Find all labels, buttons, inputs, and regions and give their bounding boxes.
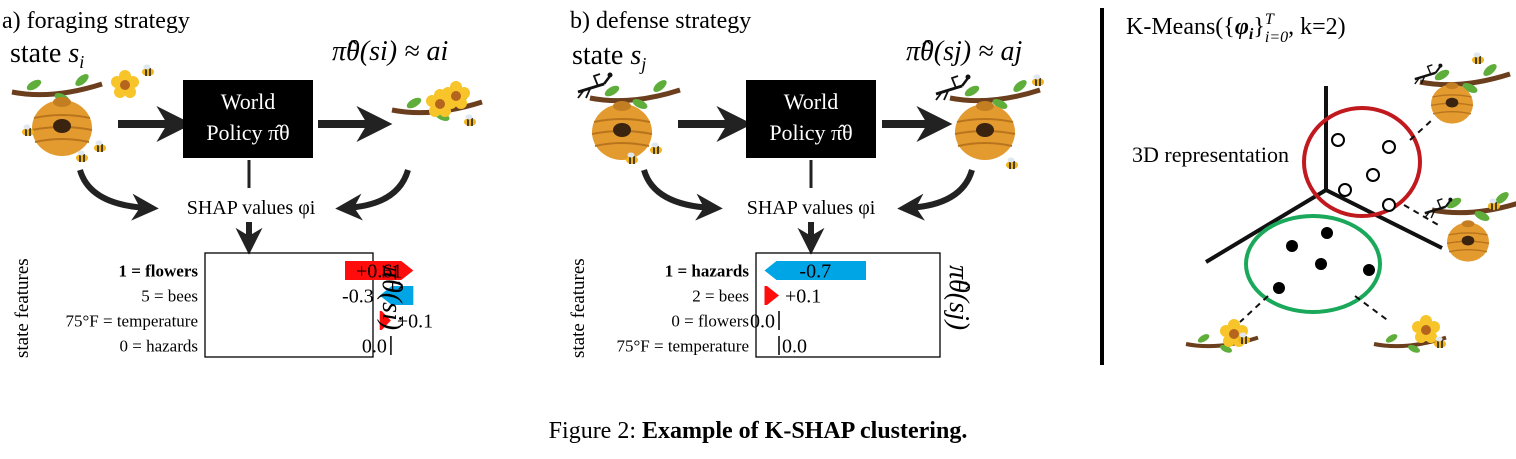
panel-a-curve-right — [335, 169, 411, 221]
cluster-red-points — [1331, 133, 1396, 212]
shap-bar — [345, 261, 414, 280]
shap-bar — [764, 261, 866, 280]
shap-bar — [379, 286, 414, 305]
cluster-red-point — [1366, 168, 1380, 182]
shap-value-label: 0.0 — [750, 311, 775, 333]
panel-a-features-axis: state features — [12, 258, 33, 358]
3d-axes — [1204, 86, 1443, 264]
panel-b-hive-with-mantis-image — [576, 71, 680, 165]
panel-a-title: a) foraging strategy — [2, 8, 190, 34]
cluster-green-point — [1363, 264, 1375, 276]
panel-b-output-label: π̂θ(sj) — [943, 265, 974, 330]
panel-a-box-line1: World — [221, 89, 275, 114]
panel-a-hive-with-flower-image — [12, 63, 155, 163]
panel-a-policy-approx: π̂θ(si) ≈ ai — [332, 36, 448, 67]
panel-b-curve-right — [897, 169, 975, 221]
panel-b-title: b) defense strategy — [570, 8, 751, 34]
figure-caption: Figure 2: Example of K-SHAP clustering. — [0, 418, 1516, 445]
panel-b-box-line1: World — [784, 89, 838, 114]
cluster-green-example-right-image — [1374, 315, 1446, 354]
panel-b-policy-approx: π̂θ(sj) ≈ aj — [906, 36, 1022, 67]
feature-label: 1 = hazards — [665, 262, 750, 281]
cluster-green-point — [1273, 282, 1285, 294]
feature-label: 75°F = temperature — [616, 337, 749, 356]
figure-canvas: a) foraging strategy state si π̂θ(si) ≈ … — [2, 8, 1516, 365]
feature-label: 0 = hazards — [119, 337, 198, 356]
cluster-red-point — [1382, 140, 1396, 154]
panel-b-state-label: state sj — [572, 40, 646, 74]
cluster-red-point — [1382, 198, 1396, 212]
panel-a-waterfall-frame — [204, 252, 374, 358]
feature-label: 1 = flowers — [118, 262, 198, 281]
panel-b-curve-left — [641, 169, 723, 221]
panel-a-shap-label: SHAP values φi — [187, 197, 316, 219]
panel-b-hive-with-mantis-and-bee-image — [934, 73, 1045, 170]
panel-a-waterfall: 1 = flowers +0.61 5 = bees -0.3 75°F = tempe… — [65, 261, 433, 358]
panel-a-output-label: π̂θ(si) — [376, 265, 407, 330]
panel-a-state-label: state si — [10, 38, 84, 72]
shap-value-label: +0.1 — [785, 286, 821, 308]
panel-a-box-line2: Policy π̂θ — [206, 120, 289, 145]
cluster-red-ellipse — [1302, 106, 1422, 218]
shap-value-label: -0.7 — [799, 261, 831, 283]
cluster-red-example-bottom-image — [1423, 190, 1516, 263]
panel-b-box-line2: Policy π̂θ — [769, 120, 852, 145]
cluster-green-points — [1273, 227, 1375, 294]
feature-label: 5 = bees — [141, 287, 198, 306]
cluster-green-point — [1321, 227, 1333, 239]
cluster-green-ellipse — [1244, 214, 1382, 314]
shap-value-label: +0.61 — [356, 261, 402, 283]
panel-b-features-axis: state features — [568, 258, 589, 358]
feature-label: 75°F = temperature — [65, 312, 198, 331]
shap-bar — [764, 286, 779, 305]
cluster-green-example-left-image — [1186, 319, 1258, 354]
shap-value-label: 0.0 — [782, 336, 807, 358]
panel-c-representation-label: 3D representation — [1132, 142, 1289, 167]
panel-b-waterfall-frame — [755, 252, 941, 358]
shap-bar — [379, 311, 391, 330]
panel-b-world-policy-box — [746, 80, 876, 158]
shap-value-label: 0.0 — [362, 336, 387, 358]
feature-label: 2 = bees — [692, 287, 749, 306]
cluster-green-point — [1315, 258, 1327, 270]
caption-prefix: Figure 2: — [548, 418, 642, 444]
cluster-green-point — [1286, 240, 1298, 252]
panel-a-curve-left — [77, 169, 159, 221]
cluster-red-point — [1338, 183, 1352, 197]
panel-b: b) defense strategy state sj π̂θ(sj) ≈ a… — [568, 8, 1045, 358]
feature-label: 0 = flowers — [671, 312, 749, 331]
panel-a-branch-with-flower-and-bee-image — [392, 81, 482, 127]
panel-a: a) foraging strategy state si π̂θ(si) ≈ … — [2, 8, 482, 358]
shap-value-label: +0.1 — [397, 311, 433, 333]
panel-a-world-policy-box — [183, 80, 313, 158]
shap-value-label: -0.3 — [342, 286, 374, 308]
cluster-red-point — [1331, 133, 1345, 147]
cluster-red-example-top-image — [1413, 51, 1510, 125]
caption-title: Example of K-SHAP clustering. — [642, 418, 968, 444]
cluster-dashed-links — [1239, 119, 1441, 323]
panel-b-shap-label: SHAP values φi — [747, 197, 876, 219]
